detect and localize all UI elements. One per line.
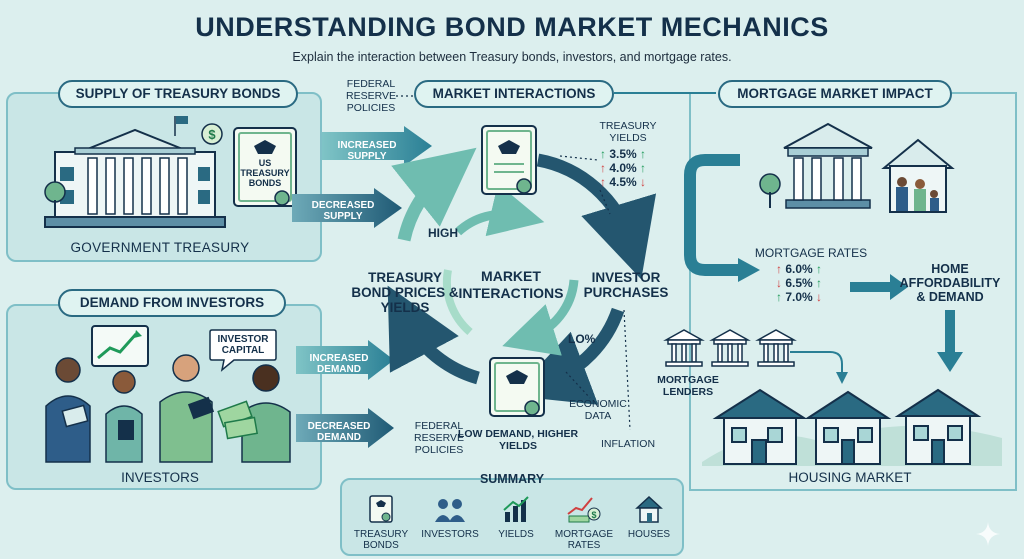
low-label: LO%: [568, 332, 596, 346]
investors-icon: [435, 499, 465, 522]
treasury-yields-list: ↑ 3.5% ↑ ↑ 4.0% ↑ ↑ 4.5% ↓: [600, 147, 660, 189]
mortgage-header: MORTGAGE MARKET IMPACT: [718, 80, 952, 108]
summary-item: HOUSES: [620, 494, 678, 540]
summary-item-label: MORTGAGE RATES: [554, 529, 614, 551]
yield-row: ↑ 4.5% ↓: [600, 175, 660, 189]
economic-data-label: ECONOMIC DATA: [569, 398, 627, 422]
rate-row: ↓ 6.5% ↑: [776, 276, 846, 290]
investor-purchases-label: INVESTOR PURCHASES: [583, 270, 669, 300]
up-arrow-icon: ↑: [600, 161, 606, 175]
decreased-supply-text: DECREASED SUPPLY: [311, 200, 375, 222]
decreased-supply-arrow: [292, 188, 402, 228]
family-house-icon: [881, 138, 955, 213]
demand-header: DEMAND FROM INVESTORS: [58, 289, 286, 317]
dollar-coin-icon: $: [201, 123, 223, 145]
page-subtitle: Explain the interaction between Treasury…: [292, 50, 732, 64]
sparkle-icon: [976, 522, 1000, 546]
bank-building-icon: [759, 122, 873, 209]
federal-reserve-bottom: FEDERAL RESERVE POLICIES: [414, 420, 464, 456]
treasury-building-icon: [44, 116, 226, 228]
inflation-label: INFLATION: [600, 438, 656, 450]
yield-row: ↑ 3.5% ↑: [600, 147, 660, 161]
affordability-to-housing-arrow: [937, 310, 963, 372]
summary-item-label: TREASURY BONDS: [353, 529, 409, 551]
up-arrow-icon: ↑: [640, 161, 647, 175]
bond-prices-yields-label: TREASURY BOND PRICES & YIELDS: [351, 270, 459, 315]
up-arrow-icon: ↑: [640, 147, 647, 161]
investors-group-icon: [45, 325, 291, 463]
down-arrow-icon: ↓: [776, 276, 782, 290]
rates-to-affordability-arrow: [850, 274, 908, 300]
summary-item: INVESTORS: [418, 494, 482, 540]
home-affordability-label: HOME AFFORDABILITY & DEMAND: [899, 262, 1001, 304]
yield-value: 4.5%: [609, 175, 637, 189]
summary-item: TREASURY BONDS: [348, 494, 414, 551]
federal-reserve-top: FEDERAL RESERVE POLICIES: [346, 78, 396, 114]
up-arrow-icon: ↑: [776, 290, 782, 304]
investor-capital-text: INVESTOR CAPITAL: [217, 334, 269, 356]
rate-value: 6.5%: [785, 276, 813, 290]
market-interactions-core: MARKET INTERACTIONS: [458, 268, 564, 301]
market-interactions-header: MARKET INTERACTIONS: [414, 80, 614, 108]
decreased-demand-text: DECREASED DEMAND: [307, 421, 371, 443]
page-title: UNDERSTANDING BOND MARKET MECHANICS: [195, 12, 829, 42]
summary-item: $ MORTGAGE RATES: [552, 494, 616, 551]
supply-header: SUPPLY OF TREASURY BONDS: [58, 80, 298, 108]
up-arrow-icon: ↑: [816, 262, 823, 276]
rate-row: ↑ 6.0% ↑: [776, 262, 846, 276]
bottom-bond-certificate-icon: [489, 357, 545, 417]
down-arrow-icon: ↓: [640, 175, 647, 189]
rate-row: ↑ 7.0% ↓: [776, 290, 846, 304]
summary-item: YIELDS: [488, 494, 544, 540]
housing-market-label: HOUSING MARKET: [788, 470, 912, 485]
up-arrow-icon: ↑: [600, 175, 606, 189]
mortgage-rates-list: ↑ 6.0% ↑ ↓ 6.5% ↑ ↑ 7.0% ↓: [776, 262, 846, 304]
up-arrow-icon: ↑: [600, 147, 606, 161]
mortgage-icon: $: [567, 497, 601, 523]
low-demand-label: LOW DEMAND, HIGHER YIELDS: [457, 428, 579, 452]
housing-market-houses-icon: [702, 388, 1002, 466]
government-treasury-label: GOVERNMENT TREASURY: [70, 240, 250, 255]
up-arrow-icon: ↑: [776, 262, 782, 276]
mortgage-lenders-label: MORTGAGE LENDERS: [657, 374, 719, 398]
high-label: HIGH: [428, 226, 458, 240]
summary-item-label: INVESTORS: [421, 529, 479, 540]
summary-item-label: YIELDS: [498, 529, 534, 540]
yield-value: 4.0%: [609, 161, 637, 175]
yield-value: 3.5%: [609, 147, 637, 161]
house-icon: [635, 495, 663, 523]
summary-title: SUMMARY: [479, 472, 545, 486]
yields-icon: [503, 496, 529, 522]
increased-demand-text: INCREASED DEMAND: [309, 353, 369, 375]
investor-capital-bubble: [209, 329, 277, 372]
rate-value: 7.0%: [785, 290, 813, 304]
market-cycle-diagram: [387, 147, 657, 405]
top-bond-certificate-icon: [481, 125, 537, 195]
summary-item-label: HOUSES: [627, 529, 671, 540]
bond-icon: [369, 495, 393, 523]
rate-value: 6.0%: [785, 262, 813, 276]
yield-row: ↑ 4.0% ↑: [600, 161, 660, 175]
svg-text:$: $: [208, 127, 216, 142]
bond-label: US TREASURY BONDS: [240, 158, 290, 188]
mortgage-lenders-icon: [663, 329, 797, 367]
down-arrow-icon: ↓: [816, 290, 823, 304]
increased-demand-arrow: [296, 340, 394, 380]
increased-supply-text: INCREASED SUPPLY: [337, 140, 397, 162]
investors-label: INVESTORS: [121, 470, 199, 485]
treasury-bond-certificate-icon: [233, 127, 297, 207]
up-arrow-icon: ↑: [816, 276, 823, 290]
summary-panel: [340, 478, 684, 556]
treasury-yields-label: TREASURY YIELDS: [599, 120, 657, 144]
decreased-demand-arrow: [296, 408, 394, 448]
mortgage-rates-title: MORTGAGE RATES: [754, 246, 868, 260]
svg-text:$: $: [591, 510, 596, 520]
